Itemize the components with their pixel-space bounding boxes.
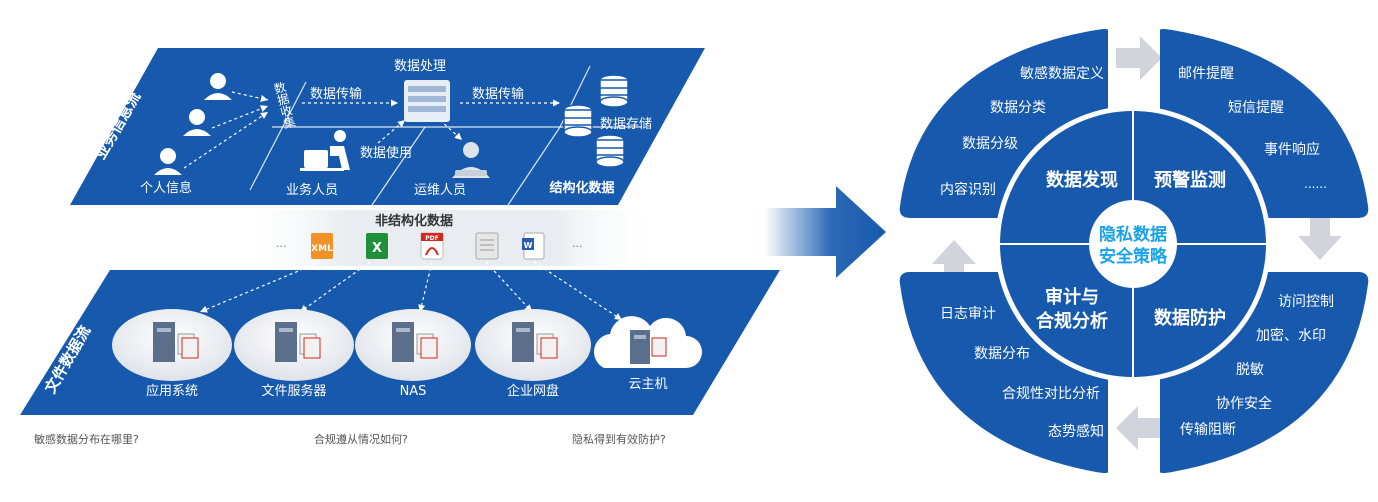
center-circle [995,106,1271,382]
person-icon [154,73,232,175]
quadrant-title-audit-1: 审计与 [1045,286,1099,308]
svg-text:PDF: PDF [425,235,438,242]
discovery-item: 敏感数据定义 [1020,65,1104,82]
audit-item: 态势感知 [1048,423,1104,440]
audit-item: 日志审计 [940,306,996,322]
monitoring-item: 事件响应 [1264,141,1320,158]
protection-item: 传输阻断 [1180,422,1236,438]
word-file-icon: W [522,232,545,260]
monitoring-item: 邮件提醒 [1178,66,1234,82]
arrow-up-icon [932,240,976,286]
discovery-item: 数据分级 [962,136,1018,152]
protection-item: 脱敏 [1236,362,1264,378]
question-2: 合规遵从情况如何? [314,432,408,446]
distribution-arrows [199,261,623,321]
big-right-arrow-icon [764,186,886,278]
question-1: 敏感数据分布在哪里? [34,432,139,446]
audit-item: 数据分布 [974,346,1030,362]
ellipsis-right: ... [572,237,583,250]
cycle-arrows [932,36,1342,450]
ops-staff-label: 运维人员 [414,183,466,198]
business-info-flow-panel [70,48,705,206]
svg-text:W: W [524,241,533,250]
personal-info-label: 个人信息 [140,180,192,196]
panel-divider-1 [249,81,307,191]
business-staff-icon [300,130,350,171]
node-cloud-host [594,316,702,368]
data-storage-label: 数据存储 [600,117,652,132]
data-transfer-label-2: 数据传输 [472,86,524,102]
node-label-app: 应用系统 [146,383,198,399]
center-title-line2: 安全策略 [1099,246,1168,267]
quadrant-title-discovery: 数据发现 [1046,169,1118,191]
arrow-right-icon [1116,36,1162,80]
audit-item: 合规性对比分析 [1002,386,1100,402]
ellipsis-left: ... [276,237,287,250]
collection-arrows [183,91,560,169]
text-file-icon [475,232,499,260]
data-processing-label: 数据处理 [394,59,446,74]
node-enterprise-drive [475,309,591,381]
node-label-drive: 企业网盘 [507,383,559,399]
ops-staff-icon [452,142,490,178]
database-icon [563,74,629,168]
monitoring-item: 短信提醒 [1228,100,1284,116]
protection-item: 协作安全 [1216,395,1272,412]
node-file-server [234,309,354,381]
xml-file-icon: XML [311,233,333,259]
structured-data-label: 结构化数据 [549,180,614,196]
data-transfer-label-1: 数据传输 [310,86,362,102]
svg-text:XML: XML [311,244,333,254]
arrow-left-icon [1116,406,1162,450]
arrow-down-icon [1298,216,1342,260]
server-rack-icon [404,80,450,122]
node-label-file-server: 文件服务器 [261,383,326,399]
node-label-nas: NAS [400,384,427,399]
unstructured-data-strip [240,210,660,266]
center-title-line1: 隐私数据 [1099,224,1167,245]
node-app-system [112,309,232,381]
panel-divider-2 [371,126,426,206]
node-nas [355,309,471,381]
protection-item: 访问控制 [1278,294,1334,310]
node-label-cloud: 云主机 [628,377,667,392]
business-staff-label: 业务人员 [286,182,338,198]
quadrant-title-audit-2: 合规分析 [1036,310,1108,332]
quadrant-title-monitoring: 预警监测 [1154,169,1226,191]
pdf-file-icon: PDF [420,232,444,260]
svg-text:X: X [372,241,382,256]
excel-file-icon: X [366,233,388,259]
discovery-item: 数据分类 [990,100,1046,116]
quadrant-title-protection: 数据防护 [1154,307,1226,329]
discovery-item: 内容识别 [940,181,996,198]
unstructured-data-title: 非结构化数据 [375,213,453,229]
monitoring-item: ...... [1304,177,1327,191]
protection-item: 加密、水印 [1256,327,1326,344]
question-3: 隐私得到有效防护? [572,432,666,446]
data-usage-label: 数据使用 [360,145,412,161]
panel-divider-3 [507,126,561,206]
